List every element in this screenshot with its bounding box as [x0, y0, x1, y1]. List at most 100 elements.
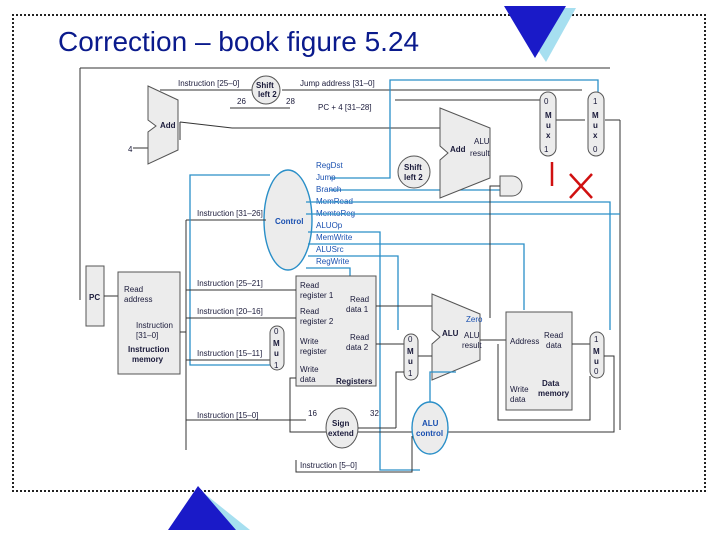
registers-label: Registers — [336, 377, 373, 386]
svg-text:RegWrite: RegWrite — [316, 257, 350, 266]
svg-text:Write: Write — [300, 365, 319, 374]
jump-address-label: Jump address [31–0] — [300, 79, 375, 88]
svg-text:data: data — [510, 395, 526, 404]
svg-text:memory: memory — [538, 389, 570, 398]
svg-text:Sign: Sign — [332, 419, 349, 428]
branch-add-unit: Add ALU result — [439, 107, 491, 199]
sign-extend-unit: Sign extend — [325, 407, 359, 449]
slide-frame — [12, 14, 706, 492]
pc-label: PC — [89, 293, 100, 302]
data-memory: Address Read data Write data Data memory — [505, 311, 573, 411]
svg-text:data: data — [300, 375, 316, 384]
num-28: 28 — [286, 97, 295, 106]
jump-mux: 1 M u x 0 — [587, 91, 605, 157]
svg-text:data 2: data 2 — [346, 343, 369, 352]
main-alu: ALU Zero ALU result — [431, 293, 483, 381]
svg-text:0: 0 — [544, 97, 549, 106]
svg-text:1: 1 — [593, 97, 598, 106]
svg-text:Read: Read — [544, 331, 563, 340]
svg-text:RegDst: RegDst — [316, 161, 343, 170]
instr-20-16-label: Instruction [20–16] — [197, 307, 263, 316]
svg-text:M: M — [592, 111, 599, 120]
bottom-triangle — [168, 486, 236, 530]
pc-register: PC — [85, 265, 105, 327]
num-26: 26 — [237, 97, 246, 106]
svg-text:Read: Read — [300, 307, 319, 316]
svg-text:Write: Write — [510, 385, 529, 394]
svg-text:M: M — [407, 347, 414, 356]
svg-text:M: M — [593, 347, 600, 356]
num-16: 16 — [308, 409, 317, 418]
svg-text:left 2: left 2 — [258, 90, 277, 99]
svg-text:memory: memory — [132, 355, 164, 364]
svg-text:ALUOp: ALUOp — [316, 221, 343, 230]
svg-text:left 2: left 2 — [404, 173, 423, 182]
svg-text:data 1: data 1 — [346, 305, 369, 314]
svg-text:M: M — [273, 339, 280, 348]
register-file: Read register 1 Read register 2 Write re… — [295, 275, 377, 387]
svg-text:MemWrite: MemWrite — [316, 233, 353, 242]
svg-text:ALU: ALU — [464, 331, 480, 340]
svg-text:1: 1 — [544, 145, 549, 154]
svg-text:Shift: Shift — [404, 163, 422, 172]
svg-text:0: 0 — [593, 145, 598, 154]
datapath-frame — [79, 67, 610, 300]
svg-text:Read: Read — [300, 281, 319, 290]
pc4-label: PC + 4 [31–28] — [318, 103, 372, 112]
alusrc-mux: 0 M u 1 — [403, 333, 419, 381]
svg-text:extend: extend — [328, 429, 354, 438]
svg-text:u: u — [274, 349, 279, 358]
svg-text:u: u — [594, 357, 599, 366]
svg-text:ALU: ALU — [474, 137, 490, 146]
top-wires — [133, 89, 621, 430]
svg-text:Instruction: Instruction — [128, 345, 169, 354]
control-label: Control — [275, 217, 303, 226]
branch-add-label: Add — [450, 145, 466, 154]
instr-25-21-label: Instruction [25–21] — [197, 279, 263, 288]
zero-label: Zero — [466, 315, 483, 324]
svg-text:u: u — [593, 121, 598, 130]
shift-left-2-mid: Shift left 2 — [397, 155, 431, 189]
branch-mux: 0 M u x 1 — [539, 91, 557, 157]
svg-text:1: 1 — [594, 335, 599, 344]
pc-add-unit: Add — [147, 85, 179, 165]
regdst-mux: 0 M u 1 — [269, 325, 285, 371]
correction-cross — [569, 173, 593, 199]
svg-text:Shift: Shift — [256, 81, 274, 90]
svg-text:Branch: Branch — [316, 185, 341, 194]
svg-text:[31–0]: [31–0] — [136, 331, 158, 340]
svg-text:data: data — [546, 341, 562, 350]
svg-text:Instruction: Instruction — [136, 321, 173, 330]
svg-text:Read: Read — [350, 333, 369, 342]
jump-control-wire — [330, 79, 599, 191]
control-unit: Control — [263, 169, 313, 271]
svg-text:ALU: ALU — [422, 419, 439, 428]
alu-control-unit: ALU control — [411, 401, 449, 455]
svg-text:result: result — [462, 341, 482, 350]
num-32: 32 — [370, 409, 379, 418]
svg-text:register 2: register 2 — [300, 317, 334, 326]
svg-text:Read: Read — [350, 295, 369, 304]
svg-text:Data: Data — [542, 379, 560, 388]
slide-title: Correction – book figure 5.24 — [58, 26, 420, 57]
svg-text:control: control — [416, 429, 443, 438]
svg-text:1: 1 — [274, 361, 279, 370]
svg-text:Read: Read — [124, 285, 143, 294]
svg-text:result: result — [470, 149, 490, 158]
instr-5-0-label: Instruction [5–0] — [300, 461, 357, 470]
svg-text:0: 0 — [408, 335, 413, 344]
svg-text:address: address — [124, 295, 152, 304]
svg-text:0: 0 — [594, 367, 599, 376]
instr-25-0-label: Instruction [25–0] — [178, 79, 239, 88]
svg-text:x: x — [546, 131, 551, 140]
svg-text:M: M — [545, 111, 552, 120]
instr-15-11-label: Instruction [15–11] — [197, 349, 262, 358]
branch-and-gate — [499, 175, 523, 197]
svg-text:1: 1 — [408, 369, 413, 378]
svg-text:x: x — [593, 131, 598, 140]
instr-31-26-label: Instruction [31–26] — [197, 209, 263, 218]
control-wires — [189, 174, 620, 471]
svg-text:register 1: register 1 — [300, 291, 334, 300]
svg-text:0: 0 — [274, 327, 279, 336]
